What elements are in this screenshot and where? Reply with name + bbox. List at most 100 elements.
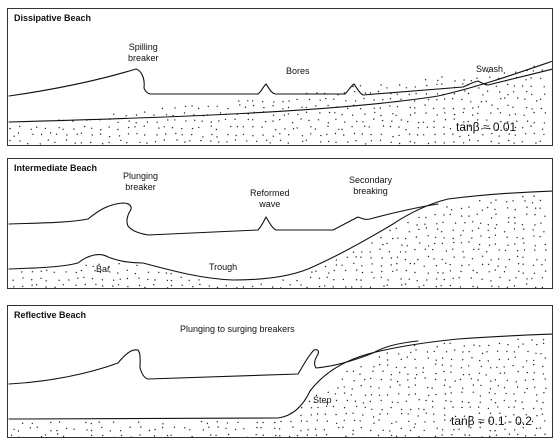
sand-dot [341,264,343,266]
sand-dot [364,406,366,408]
sand-dot [305,139,307,141]
sand-dot [527,350,529,353]
sand-dot [395,421,397,423]
sand-dot [246,140,248,142]
sand-dot [534,214,536,216]
sand-dot [280,420,282,423]
sand-dot [424,421,426,423]
sand-dot [513,216,516,219]
sand-dot [83,276,85,279]
sand-dot [506,350,508,353]
sand-dot [476,272,478,274]
sand-dot [379,139,382,141]
sand-dot [506,236,508,238]
sand-dot [332,286,334,288]
sand-dot [158,127,160,129]
sand-dot [431,387,433,389]
sand-dot [256,426,258,429]
sand-dot [90,434,93,437]
sand-dot [386,394,389,396]
sand-dot [161,426,164,429]
sand-dot [256,421,258,424]
sand-dot [536,415,538,417]
sand-dot [153,114,155,116]
sand-dot [185,120,187,122]
sand-dot [310,407,313,409]
sand-dot [436,114,438,116]
sand-dot [416,224,418,226]
sand-dot [216,105,218,108]
sand-dot [486,351,488,353]
sand-dot [433,350,435,352]
sand-dot [31,284,33,286]
sand-dot [326,401,328,404]
sand-dot [539,140,541,142]
sand-dot [325,405,328,407]
sand-dot [518,270,520,272]
sand-dot [425,227,428,229]
sand-dot [522,196,524,198]
sand-dot [494,379,497,381]
sand-dot [471,357,473,359]
sand-dot [27,143,29,145]
sand-dot [539,207,541,209]
sand-dot [544,259,546,261]
sand-dot [136,133,138,135]
sand-dot [443,107,445,110]
sand-dot [210,121,212,123]
sand-dot [544,93,546,95]
sand-dot [251,285,254,288]
sand-dot [486,119,488,121]
sand-dot [491,132,493,135]
sand-dot [386,413,389,415]
sand-dot [161,107,164,110]
sand-dot [524,391,526,394]
sand-dot [542,365,544,368]
sand-dot [461,406,463,409]
sand-dot [279,133,281,135]
sand-dot [462,351,464,353]
sand-dot [523,249,526,251]
sand-dot [327,125,329,128]
sand-dot [513,228,516,230]
sand-dot [419,242,421,244]
sand-dot [315,270,317,272]
sand-dot [414,86,417,88]
sand-dot [531,420,534,423]
sand-dot [265,139,268,141]
sand-dot [272,120,274,122]
sand-dot [382,370,384,372]
sand-dot [543,86,545,88]
sand-dot [480,384,482,387]
sand-dot [102,434,104,437]
sand-dot [522,127,524,129]
sand-dot [407,221,409,224]
sand-dot [413,100,416,102]
sand-dot [308,98,311,101]
sand-dot [453,118,455,120]
sand-dot [386,242,388,245]
sand-dot [533,407,535,410]
sand-dot [282,101,284,103]
sand-dot [414,377,416,379]
sand-dot [346,256,348,258]
sand-dot [478,372,481,374]
sand-dot [370,429,372,432]
sand-dot [491,104,493,106]
sand-dot [489,412,492,414]
sand-dot [505,128,507,130]
sand-dot [128,120,130,122]
sand-dot [200,139,202,142]
sand-dot [526,120,529,122]
sand-dot [425,112,427,114]
sand-dot [468,434,471,436]
sand-dot [544,433,546,435]
sand-dot [418,286,420,288]
sand-dot [414,393,417,395]
sand-dot [362,121,364,123]
reformed-wave-label: Reformed wave [250,188,290,209]
sand-dot [427,357,429,359]
sand-dot [401,284,403,286]
sand-dot [544,420,546,422]
sand-dot [458,277,460,279]
